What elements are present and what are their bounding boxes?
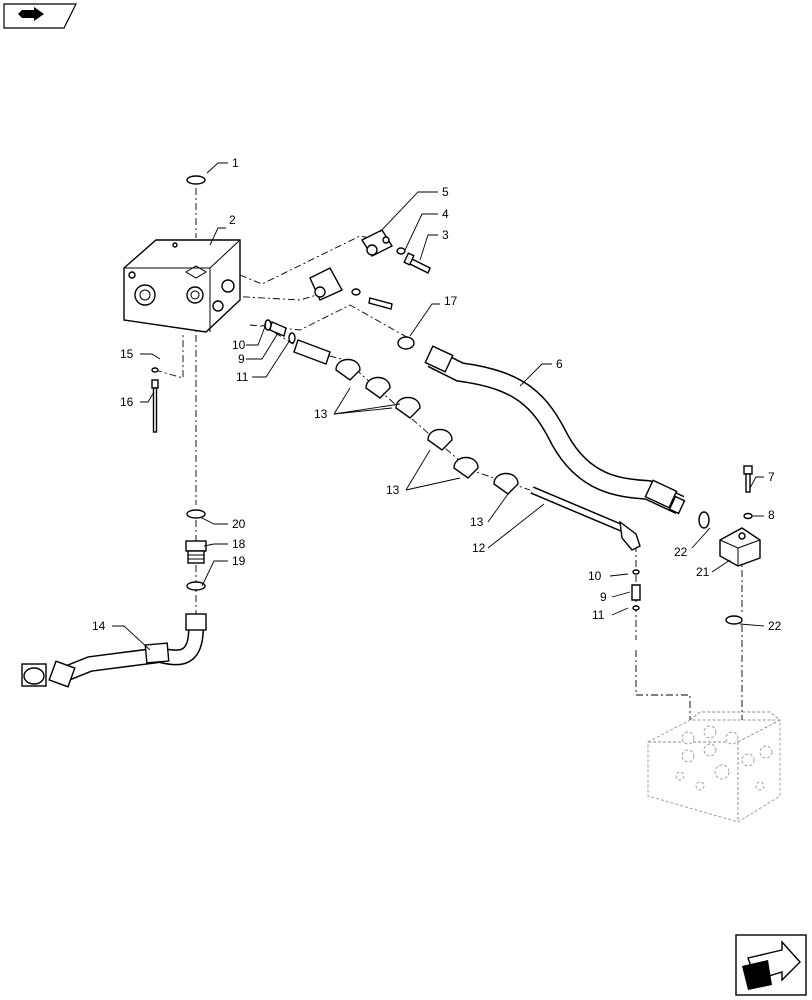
o-ring-1 xyxy=(186,175,206,185)
tube-12 xyxy=(530,486,641,551)
callout-16: 16 xyxy=(120,395,134,409)
callout-19: 19 xyxy=(232,554,246,568)
bolt-lower xyxy=(368,297,393,310)
o-ring-22a xyxy=(698,511,710,529)
washer-lower xyxy=(351,288,361,296)
hose-assembly-6 xyxy=(424,345,686,515)
callout-8: 8 xyxy=(768,508,775,522)
connector-fitting xyxy=(293,339,331,365)
callout-3: 3 xyxy=(442,228,449,242)
o-ring-17 xyxy=(397,336,415,350)
bolt-3 xyxy=(403,252,431,274)
bolt-16 xyxy=(151,379,159,433)
callout-15: 15 xyxy=(120,347,134,361)
fitting-9b xyxy=(631,584,641,601)
washer-15 xyxy=(151,367,159,373)
hose-clamps-13 xyxy=(335,358,519,495)
callout-21: 21 xyxy=(696,565,710,579)
callout-10: 10 xyxy=(588,569,602,583)
flange-21 xyxy=(719,527,761,567)
callout-14: 14 xyxy=(92,619,106,633)
next-page-arrow-icon[interactable] xyxy=(735,934,807,996)
callout-9: 9 xyxy=(238,352,245,366)
o-ring-20 xyxy=(186,509,206,519)
callout-13: 13 xyxy=(470,515,484,529)
callout-20: 20 xyxy=(232,517,246,531)
callout-11: 11 xyxy=(592,608,605,622)
callout-7: 7 xyxy=(768,470,775,484)
callout-17: 17 xyxy=(444,294,458,308)
callout-labels: 1 2 3 4 5 6 7 8 9 9 10 10 11 11 12 13 13… xyxy=(92,156,782,633)
callout-10: 10 xyxy=(232,338,246,352)
callout-5: 5 xyxy=(442,185,449,199)
adapter-18 xyxy=(185,540,207,564)
hose-assembly-14 xyxy=(21,613,207,688)
callout-2: 2 xyxy=(229,213,236,227)
o-ring-10b xyxy=(632,569,640,575)
back-arrow-icon[interactable] xyxy=(3,3,77,29)
o-ring-11 xyxy=(288,332,296,344)
callout-1: 1 xyxy=(232,156,239,170)
callout-12: 12 xyxy=(472,541,486,555)
callout-4: 4 xyxy=(442,207,449,221)
o-ring-22b xyxy=(725,615,743,625)
callout-13: 13 xyxy=(314,407,328,421)
valve-block xyxy=(123,239,241,333)
leader-lines xyxy=(112,162,765,651)
o-ring-11b xyxy=(632,605,640,611)
washer-8 xyxy=(743,512,753,520)
callout-11: 11 xyxy=(236,370,249,384)
callout-9: 9 xyxy=(600,590,607,604)
washer-4 xyxy=(396,247,406,255)
fitting-9 xyxy=(269,321,287,337)
control-valve-ghost xyxy=(647,711,781,823)
center-lines xyxy=(154,188,743,740)
clamp-lower xyxy=(309,267,343,301)
callout-6: 6 xyxy=(556,357,563,371)
callout-22: 22 xyxy=(674,545,688,559)
callout-13: 13 xyxy=(386,483,400,497)
o-ring-19 xyxy=(186,581,206,591)
callout-18: 18 xyxy=(232,537,246,551)
bolt-7 xyxy=(743,465,753,493)
callout-22: 22 xyxy=(768,619,782,633)
clamp-bracket xyxy=(360,229,394,257)
